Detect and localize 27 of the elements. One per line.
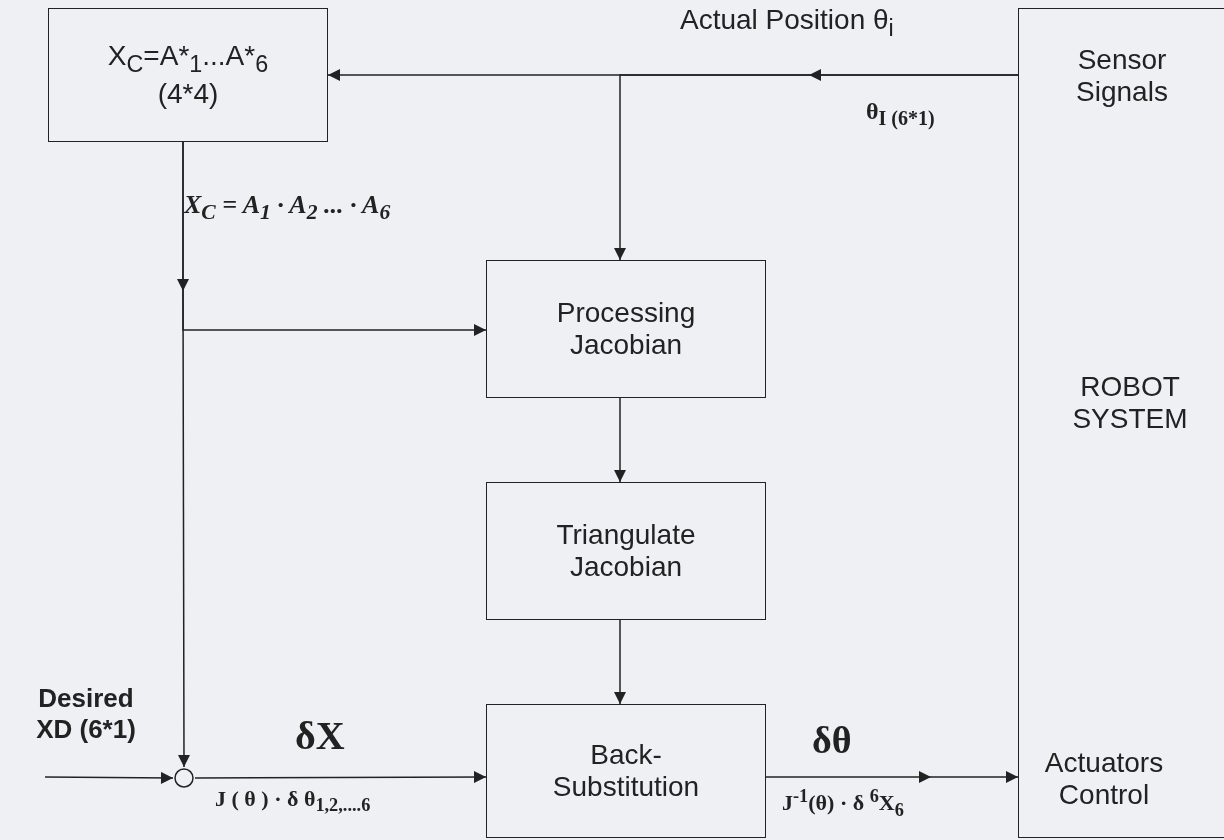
block-label: Actuators Control	[1043, 747, 1165, 812]
block-label: X$_{C}$=A*$_{1}$...A*$_{6}$ (4*4)	[106, 40, 270, 110]
block-label: Sensor Signals	[1075, 44, 1169, 109]
formula-label: J$^{-1}$(θ) · δ $^{6}$X$_{6}$	[782, 786, 904, 821]
arrow	[765, 771, 1019, 783]
arrow	[44, 771, 174, 784]
arrow	[614, 397, 626, 483]
process-box	[486, 482, 766, 620]
edge-label: X$_{C}$ = A$_{1}$ · A$_{2}$ ... · A$_{6}$	[184, 190, 391, 226]
edge-label: δθ	[812, 718, 852, 762]
arrow	[614, 74, 1019, 261]
process-box	[48, 8, 328, 142]
system-block	[1018, 8, 1224, 838]
edge-label: δX	[295, 712, 345, 759]
input-label: Desired XD (6*1)	[35, 683, 137, 745]
process-box	[486, 704, 766, 838]
formula-label: J ( θ ) · δ θ$_{1,2,....6}$	[215, 786, 371, 817]
arrow	[182, 141, 487, 336]
arrow	[614, 619, 626, 705]
block-label: Triangulate Jacobian	[555, 518, 697, 584]
block-label: ROBOT SYSTEM	[1071, 371, 1189, 436]
block-label: Back-Substitution	[551, 738, 701, 804]
signal-label: Actual Position θ$_{i}$	[680, 4, 894, 42]
block-label: Processing Jacobian	[555, 296, 697, 362]
signal-label: θ$_{I (6*1)}$	[866, 98, 935, 130]
arrow	[194, 771, 487, 784]
process-box	[486, 260, 766, 398]
